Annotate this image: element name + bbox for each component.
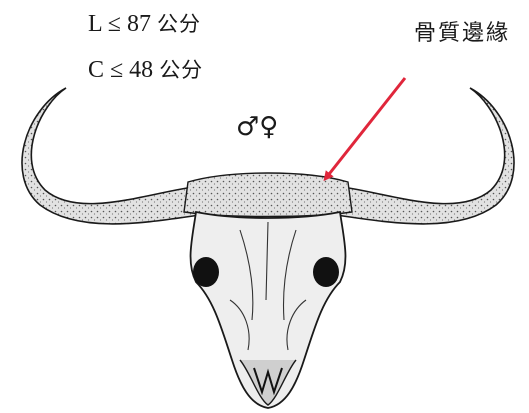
right-eye-socket — [313, 257, 339, 287]
annotation-arrow — [326, 78, 405, 178]
horn-base — [184, 173, 352, 217]
left-eye-socket — [193, 257, 219, 287]
